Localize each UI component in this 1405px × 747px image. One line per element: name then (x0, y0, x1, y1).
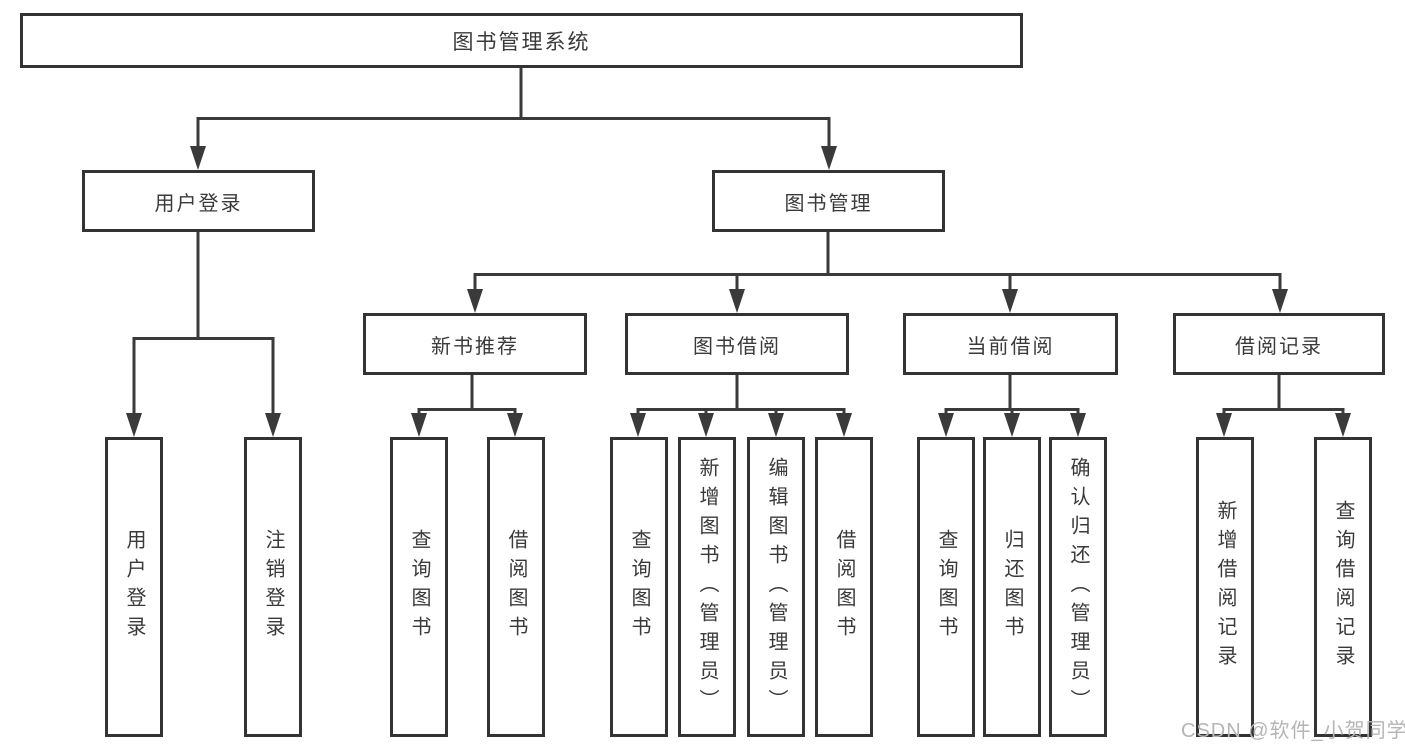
node-label: 借阅记录 (1235, 335, 1323, 358)
arrowheads (126, 146, 1351, 437)
node-label: 查询图书 (935, 529, 957, 645)
leaf-query-books-current: 查询图书 (917, 437, 975, 737)
node-label: 归还图书 (1001, 529, 1023, 645)
node-label: 用户登录 (123, 529, 145, 645)
leaf-query-books-borrow: 查询图书 (610, 437, 668, 737)
leaf-user-login: 用户登录 (105, 437, 163, 737)
node-new-book-recommend: 新书推荐 (363, 313, 587, 375)
node-label: 新书推荐 (431, 335, 519, 358)
leaf-borrow-books-recommend: 借阅图书 (487, 437, 545, 737)
node-current-borrow: 当前借阅 (903, 313, 1118, 375)
node-label: 新增图书（管理员） (696, 456, 718, 718)
leaf-query-borrow-record: 查询借阅记录 (1314, 437, 1372, 737)
node-label: 图书借阅 (693, 335, 781, 358)
leaf-add-borrow-record: 新增借阅记录 (1196, 437, 1254, 737)
node-label: 新增借阅记录 (1214, 500, 1236, 674)
csdn-watermark: CSDN @软件_小贺同学 (1181, 720, 1405, 742)
leaf-confirm-return-admin: 确认归还（管理员） (1049, 437, 1107, 737)
node-library-management-system: 图书管理系统 (20, 13, 1023, 68)
node-label: 确认归还（管理员） (1067, 456, 1089, 718)
node-borrow-record: 借阅记录 (1173, 313, 1385, 375)
node-label: 借阅图书 (505, 529, 527, 645)
node-user-login-branch: 用户登录 (82, 170, 315, 232)
node-book-borrow: 图书借阅 (625, 313, 849, 375)
node-label: 图书管理系统 (452, 30, 591, 54)
node-book-management-branch: 图书管理 (712, 170, 945, 232)
leaf-add-books-admin: 新增图书（管理员） (678, 437, 736, 737)
node-label: 注销登录 (262, 529, 284, 645)
node-label: 图书管理 (784, 192, 873, 215)
leaf-query-books-recommend: 查询图书 (390, 437, 448, 737)
leaf-logout: 注销登录 (244, 437, 302, 737)
leaf-return-books: 归还图书 (983, 437, 1041, 737)
node-label: 用户登录 (154, 192, 243, 215)
node-label: 查询借阅记录 (1332, 500, 1354, 674)
leaf-edit-books-admin: 编辑图书（管理员） (747, 437, 805, 737)
node-label: 查询图书 (628, 529, 650, 645)
leaf-borrow-books: 借阅图书 (815, 437, 873, 737)
node-label: 借阅图书 (833, 529, 855, 645)
node-label: 编辑图书（管理员） (765, 456, 787, 718)
node-label: 查询图书 (408, 529, 430, 645)
node-label: 当前借阅 (966, 335, 1055, 358)
